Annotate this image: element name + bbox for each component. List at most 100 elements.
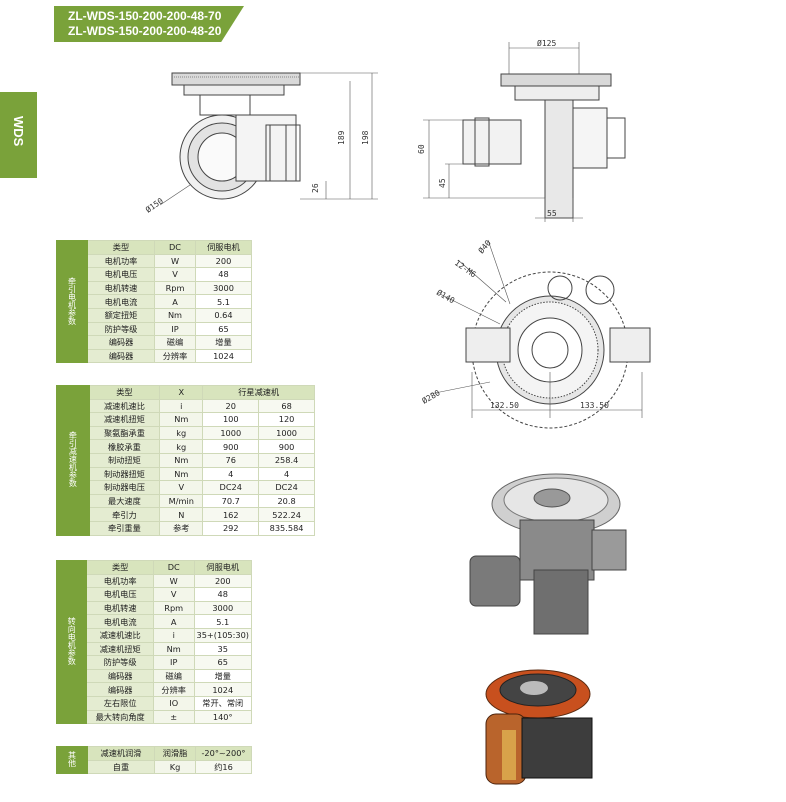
param-value: 4 [202,466,260,482]
param-name: 编码器 [87,335,155,350]
param-value-2: DC24 [258,480,315,495]
param-value: 900 [202,439,260,454]
dim-w132: 132.50 [490,401,519,410]
param-unit: IP [154,321,196,337]
param-unit: kg [159,425,204,441]
param-unit: Rpm [152,600,195,616]
param-value: 伺服电机 [195,240,252,255]
side-tab-label: WDS [11,116,26,147]
group-label-text: 牵引减速机参数 [68,431,78,488]
param-value: 35+(105:30) [193,627,253,643]
param-name: 左右限位 [86,695,154,711]
dim-h26: 26 [311,183,320,193]
param-name: 制动器扭矩 [88,466,161,482]
param-unit: IP [152,655,195,670]
top-view-drawing: Ø40 12-M6 Ø140 Ø280 132.50 133.50 [420,238,651,429]
param-unit: X [159,385,204,400]
model-line-2: ZL-WDS-150-200-200-48-20 [68,24,222,38]
param-value: 76 [202,452,260,468]
side-view-drawing: Ø150 26 189 198 [143,72,378,215]
param-value: 增量 [193,668,253,684]
param-name: 类型 [86,560,154,575]
param-name: 电机转速 [86,600,154,616]
param-value: 伺服电机 [193,560,253,575]
param-value: 0.64 [195,307,252,323]
side-tab: WDS [0,92,37,178]
front-view-drawing: Ø125 60 45 55 [417,38,626,222]
param-unit: A [152,614,195,629]
dim-d140: Ø140 [435,287,457,305]
param-value: 140° [193,709,253,725]
param-value: 增量 [195,335,252,350]
param-value-2: 835.584 [258,520,315,536]
param-name: 电机电流 [86,614,154,629]
param-value: 3000 [195,280,252,296]
param-value: 35 [193,641,253,657]
param-value: DC24 [202,480,260,495]
param-name: 电机功率 [86,573,154,589]
param-unit: W [154,253,196,269]
param-name: 电机电流 [87,294,155,309]
param-value-2: 4 [258,466,315,482]
group-label-text: 其他 [67,751,77,768]
param-unit: A [154,294,196,309]
param-unit: kg [159,439,204,454]
param-name: 最大速度 [88,493,161,509]
param-unit: i [152,627,195,643]
param-unit: 润滑脂 [154,746,196,761]
param-name: 防护等级 [87,321,155,337]
param-name: 减速机扭矩 [86,641,154,657]
group-label: 牵引减速机参数 [56,385,90,536]
param-unit: 磁编 [152,668,195,684]
group-label: 其他 [56,745,88,775]
param-value: 48 [195,267,252,282]
dim-d125: Ø125 [537,38,556,48]
param-name: 减速机润滑 [87,746,155,761]
product-render-gray [469,473,627,635]
dim-d40: Ø40 [476,238,493,256]
param-name: 电机电压 [86,587,154,602]
param-unit: Nm [159,412,204,427]
param-value: 1024 [195,348,252,364]
param-value-2: 900 [258,439,315,454]
param-unit: Nm [159,466,204,482]
param-value: 200 [195,253,252,269]
param-unit: DC [154,240,196,255]
param-value-2: 522.24 [258,507,315,522]
param-name: 类型 [87,240,155,255]
param-name: 制动器电压 [88,480,161,495]
param-name: 类型 [88,385,161,400]
param-name: 制动扭矩 [88,452,161,468]
param-unit: N [159,507,204,522]
param-value: 20 [202,398,260,414]
table-row: 最大转向角度±140° [57,709,253,725]
param-unit: Nm [159,452,204,468]
param-unit: Rpm [154,280,196,296]
param-name: 电机转速 [87,280,155,296]
param-name: 聚氨酯承重 [88,425,161,441]
param-unit: 参考 [159,520,204,536]
param-unit: Nm [154,307,196,323]
param-value: 5.1 [195,294,252,309]
param-value-2: 20.8 [258,493,315,509]
param-name: 牵引重量 [88,520,161,536]
param-value-2: 68 [258,398,315,414]
param-unit: M/min [159,493,204,509]
dim-h189: 189 [337,130,346,145]
